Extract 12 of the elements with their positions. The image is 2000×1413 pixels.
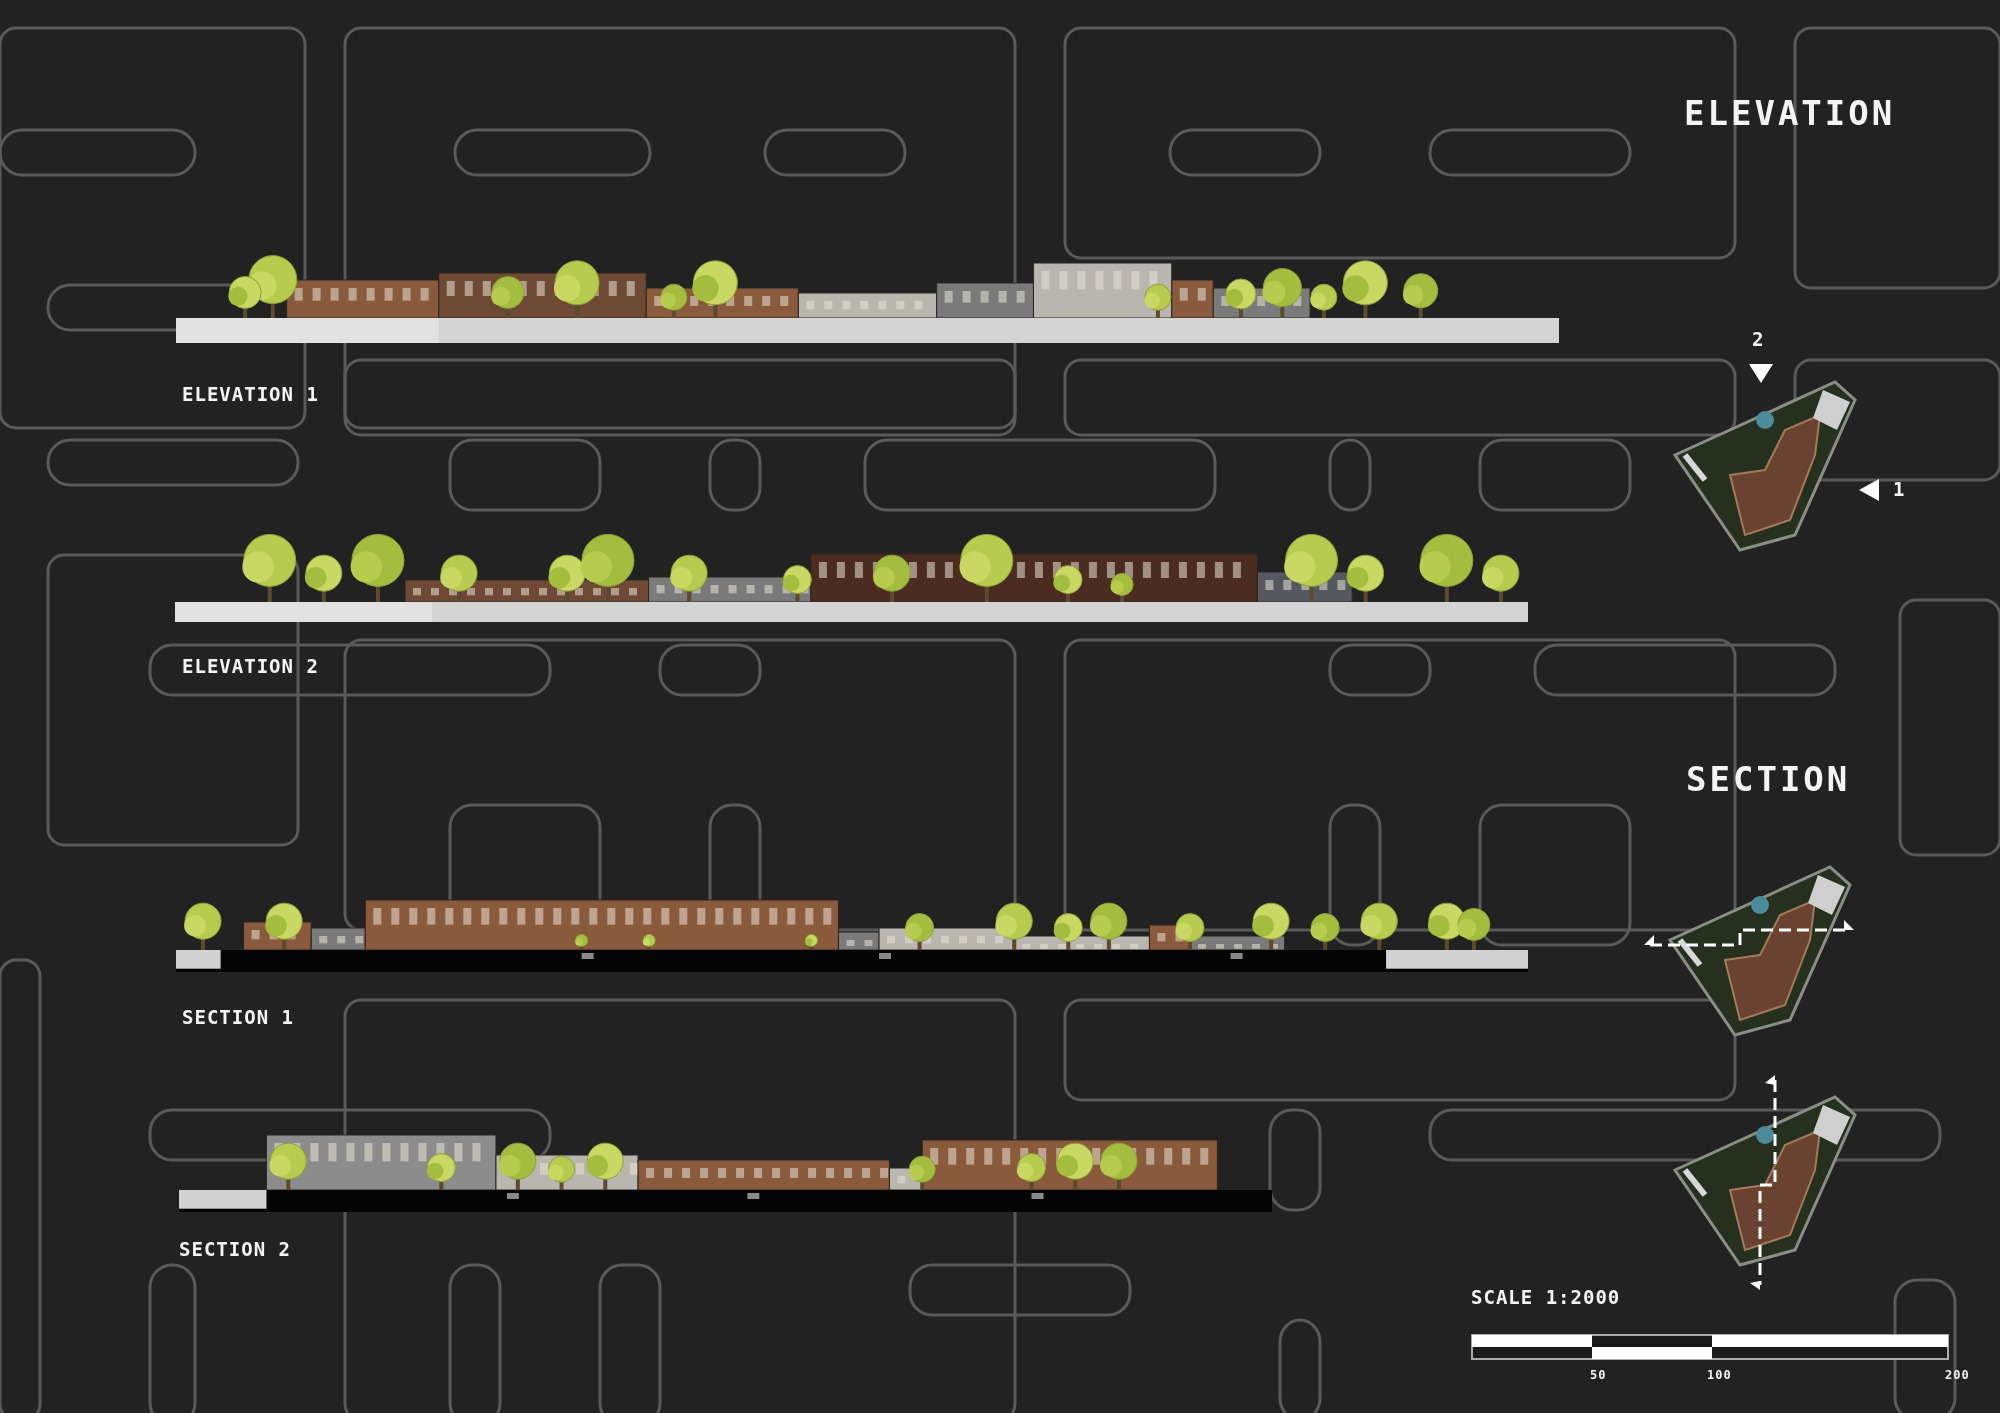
- drawing-title: SECTION 1: [182, 1008, 294, 1027]
- drawing-title: SECTION 2: [179, 1240, 291, 1259]
- view-number: 2: [1752, 330, 1765, 349]
- heading: SECTION: [1686, 762, 1851, 796]
- heading: ELEVATION: [1684, 96, 1896, 130]
- scale-tick-label: 50: [1590, 1369, 1607, 1381]
- scale-title: SCALE 1:2000: [1471, 1288, 1621, 1307]
- view-number: 1: [1893, 480, 1906, 499]
- scale-tick-label: 200: [1945, 1369, 1970, 1381]
- scale-tick-label: 100: [1707, 1369, 1732, 1381]
- drawing-title: ELEVATION 2: [182, 657, 319, 676]
- drawing-title: ELEVATION 1: [182, 385, 319, 404]
